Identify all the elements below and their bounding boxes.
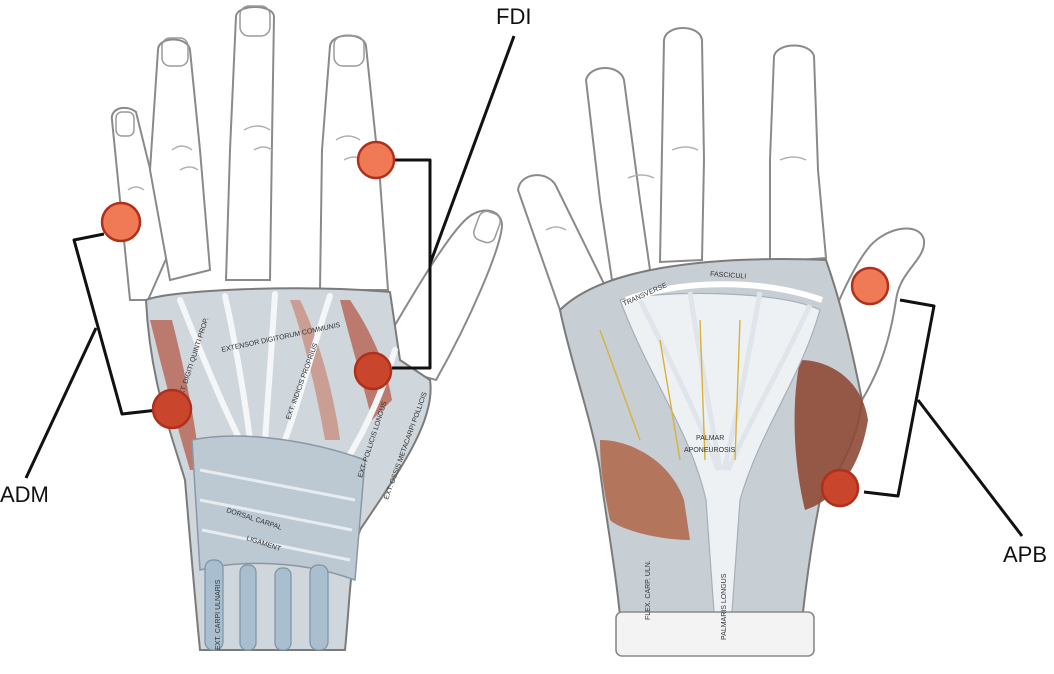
palmar-hand: TRANSVERSE FASCICULI PALMAR APONEUROSIS … bbox=[516, 27, 926, 657]
callout-lines bbox=[24, 35, 1024, 537]
dorsal-forearm-tendons bbox=[204, 559, 329, 651]
dorsal-middle-finger bbox=[224, 6, 276, 281]
adm-bracket bbox=[72, 232, 159, 416]
electrode-fdi-active bbox=[353, 351, 393, 391]
palmar-ring-finger bbox=[584, 67, 652, 282]
adm-leader bbox=[24, 327, 98, 479]
palmar-nerves bbox=[599, 319, 741, 461]
dorsal-hand: EXT. DIGITI QUINTI PROP. EXTENSOR DIGITO… bbox=[110, 5, 504, 651]
palmar-wristband bbox=[615, 611, 815, 657]
fdi-label: FDI bbox=[496, 4, 532, 29]
palmar-hypothenar-muscle bbox=[600, 440, 690, 540]
label-flex-carp-uln: FLEX. CARP. ULN. bbox=[645, 560, 652, 620]
apb-leader bbox=[916, 399, 1024, 537]
label-palmaris-longus: PALMARIS LONGUS bbox=[721, 573, 728, 640]
dorsal-ring-finger bbox=[148, 38, 212, 282]
fdi-leader bbox=[428, 35, 516, 265]
label-ext-carpi-ulnaris: EXT. CARPI ULNARIS bbox=[215, 579, 222, 650]
palmar-fingers bbox=[516, 27, 926, 402]
dorsal-little-finger bbox=[110, 106, 172, 301]
dorsal-interosseous bbox=[290, 300, 340, 440]
palmar-index-finger bbox=[769, 44, 828, 264]
label-palmar: PALMAR bbox=[696, 435, 724, 442]
adm-label: ADM bbox=[0, 482, 49, 507]
palmar-middle-finger bbox=[658, 27, 706, 264]
label-fasciculi: FASCICULI bbox=[710, 271, 747, 281]
apb-bracket bbox=[863, 298, 936, 498]
palmar-fasciculi bbox=[637, 291, 813, 472]
label-aponeurosis: APONEUROSIS bbox=[684, 447, 736, 454]
electrode-adm-active bbox=[151, 388, 193, 430]
electrode-fdi-reference bbox=[356, 140, 396, 180]
electrode-apb-active bbox=[820, 468, 860, 508]
electrode-apb-reference bbox=[850, 266, 890, 306]
dorsal-thumb bbox=[390, 209, 504, 382]
electrodes bbox=[100, 140, 890, 508]
dorsal-carpal-ligament bbox=[191, 435, 366, 582]
apb-label: APB bbox=[1003, 542, 1048, 567]
electrode-adm-reference bbox=[100, 201, 142, 243]
